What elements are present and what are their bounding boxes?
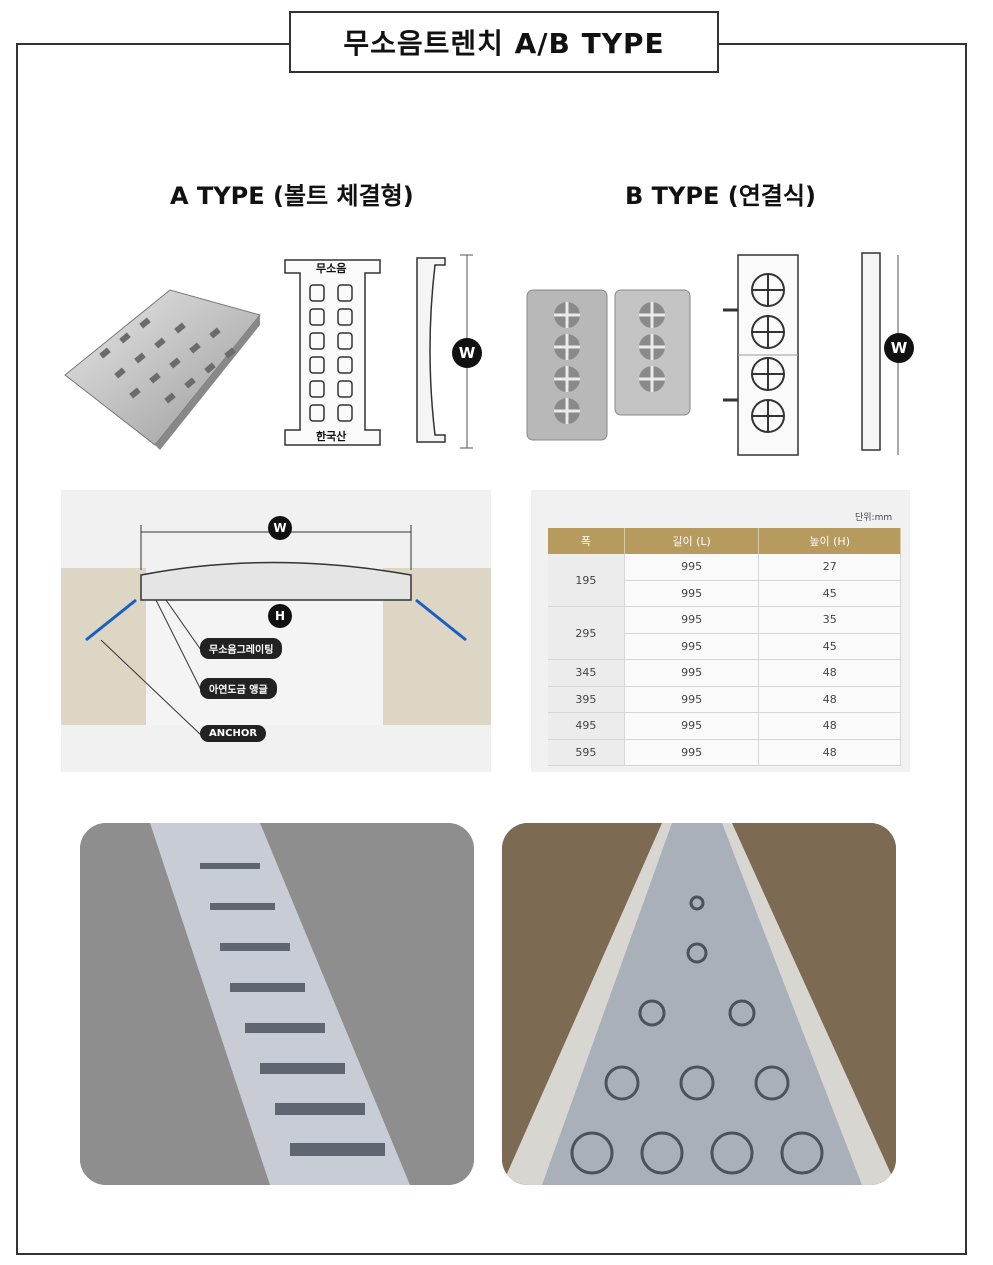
type-a-top-view <box>284 259 381 446</box>
photo-b-type-installed <box>502 823 896 1185</box>
top-view-label-bottom: 한국산 <box>316 430 347 443</box>
cell-width: 345 <box>548 659 625 687</box>
type-b-perspective-image <box>526 289 691 441</box>
cell-width: 195 <box>548 554 625 607</box>
cell-length: 995 <box>624 633 760 660</box>
cell-height: 35 <box>758 606 901 634</box>
header-length: 길이 (L) <box>624 528 760 554</box>
cell-height: 45 <box>758 633 901 660</box>
top-view-label-top: 무소음 <box>316 262 347 275</box>
cell-height: 48 <box>758 659 901 687</box>
cell-height: 48 <box>758 686 901 713</box>
cell-length: 995 <box>624 554 760 581</box>
cell-length: 995 <box>624 659 760 687</box>
cell-length: 995 <box>624 580 760 607</box>
section-width-badge: W <box>268 516 292 540</box>
type-a-perspective-image <box>64 289 261 450</box>
cell-length: 995 <box>624 606 760 634</box>
section-diagram <box>61 525 491 736</box>
table-row: 595 995 48 <box>548 739 901 766</box>
photo-a-illustration <box>80 823 474 1185</box>
cell-length: 995 <box>624 739 760 766</box>
photo-a-type-installed <box>80 823 474 1185</box>
table-row: 995 45 <box>548 633 901 660</box>
cell-height: 27 <box>758 554 901 581</box>
table-row: 995 45 <box>548 580 901 607</box>
callout-anchor: ANCHOR <box>200 725 267 742</box>
table-row: 195 995 27 <box>548 554 901 607</box>
table-row: 395 995 48 <box>548 686 901 713</box>
section-height-badge: H <box>268 604 292 628</box>
cell-height: 48 <box>758 712 901 740</box>
type-b-label: B TYPE (연결식) <box>625 182 816 210</box>
cell-height: 45 <box>758 580 901 607</box>
callout-angle: 아연도금 앵글 <box>200 678 277 699</box>
header-height: 높이 (H) <box>758 528 901 554</box>
type-b-width-badge: W <box>884 333 914 363</box>
type-a-width-badge: W <box>452 338 482 368</box>
spec-table: 폭 길이 (L) 높이 (H) 195 995 27 995 45 295 99… <box>548 528 901 766</box>
header-width: 폭 <box>548 528 625 554</box>
page-title: 무소음트렌치 A/B TYPE <box>289 11 719 73</box>
cell-width: 495 <box>548 712 625 740</box>
type-a-label: A TYPE (볼트 체결형) <box>170 182 414 210</box>
unit-label: 단위:mm <box>855 513 893 523</box>
cell-length: 995 <box>624 712 760 740</box>
cell-height: 48 <box>758 739 901 766</box>
cell-length: 995 <box>624 686 760 713</box>
callout-grating: 무소음그레이팅 <box>200 638 283 659</box>
photo-b-illustration <box>502 823 896 1185</box>
table-row: 495 995 48 <box>548 712 901 740</box>
type-b-top-view <box>723 254 799 456</box>
table-row: 295 995 35 <box>548 606 901 660</box>
cell-width: 595 <box>548 739 625 766</box>
table-row: 345 995 48 <box>548 659 901 687</box>
cell-width: 295 <box>548 606 625 660</box>
cell-width: 395 <box>548 686 625 713</box>
